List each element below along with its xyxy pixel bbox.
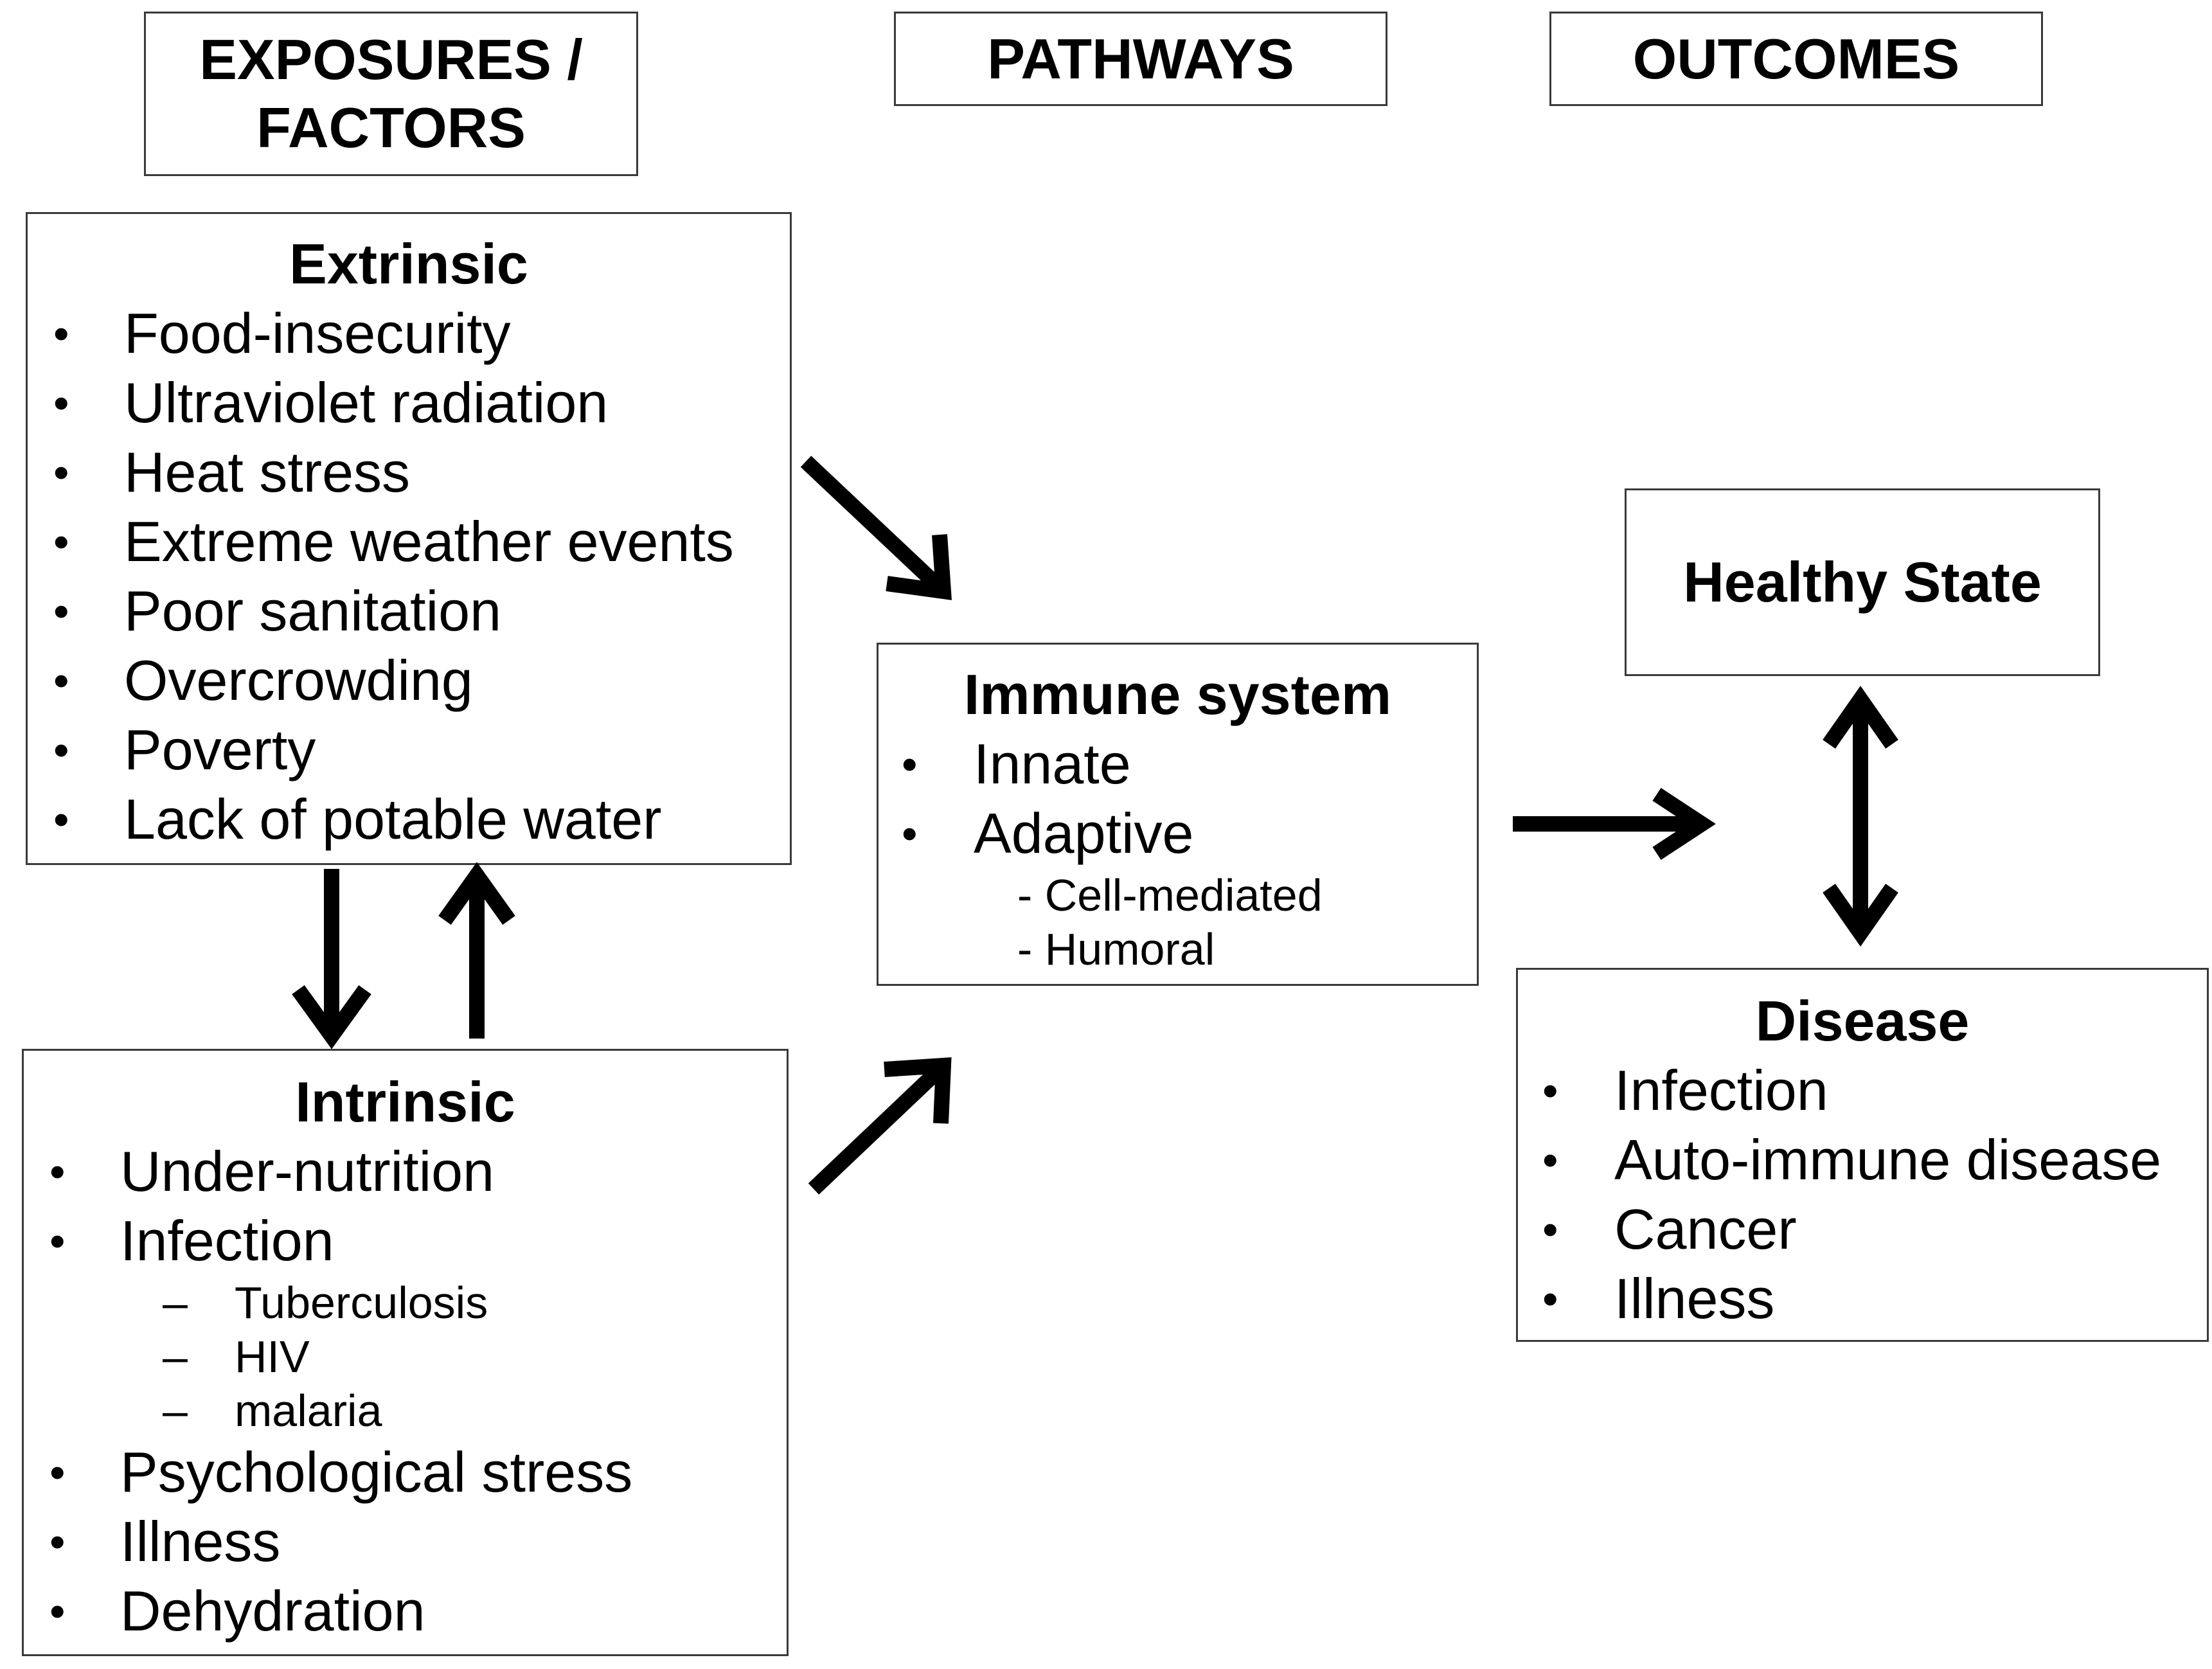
intrinsic-box: Intrinsic •Under-nutrition •Infection –T… bbox=[22, 1049, 789, 1656]
list-item: •Lack of potable water bbox=[28, 785, 790, 854]
list-item: •Ultraviolet radiation bbox=[28, 368, 790, 438]
list-subitem: –HIV bbox=[24, 1330, 787, 1384]
list-item: •Poverty bbox=[28, 715, 790, 785]
arrow-icon bbox=[808, 1057, 952, 1195]
arrow-icon bbox=[438, 862, 515, 1039]
bullet-icon: • bbox=[53, 656, 69, 706]
list-item: •Heat stress bbox=[28, 438, 790, 507]
list-item: •Infection bbox=[24, 1206, 787, 1276]
list-item: •Infection bbox=[1518, 1056, 2207, 1125]
list-subitem: - Cell-mediated bbox=[1017, 870, 1323, 920]
list-subitem: –malaria bbox=[24, 1384, 787, 1438]
list-subitem: –Tuberculosis bbox=[24, 1276, 787, 1330]
pathways-label: PATHWAYS bbox=[987, 26, 1294, 91]
intrinsic-list: •Under-nutrition •Infection –Tuberculosi… bbox=[24, 1137, 787, 1646]
immune-system-box: Immune system •Innate •Adaptive - Cell-m… bbox=[877, 643, 1479, 986]
extrinsic-list: •Food-insecurity •Ultraviolet radiation … bbox=[28, 299, 790, 854]
arrow-icon bbox=[1513, 787, 1716, 861]
pathways-header: PATHWAYS bbox=[894, 12, 1387, 106]
bullet-icon: • bbox=[49, 1586, 66, 1636]
list-item: •Under-nutrition bbox=[24, 1137, 787, 1206]
bullet-icon: • bbox=[49, 1447, 66, 1497]
bullet-icon: • bbox=[1542, 1274, 1558, 1324]
bullet-icon: • bbox=[53, 794, 69, 844]
list-item: •Innate bbox=[879, 729, 1477, 799]
list-item: •Food-insecurity bbox=[28, 299, 790, 368]
bullet-icon: • bbox=[53, 308, 69, 359]
list-item: •Poor sanitation bbox=[28, 576, 790, 646]
list-item: •Extreme weather events bbox=[28, 507, 790, 576]
list-item: •Auto-immune disease bbox=[1518, 1125, 2207, 1195]
outcomes-header: OUTCOMES bbox=[1549, 12, 2043, 106]
bullet-icon: • bbox=[53, 517, 69, 567]
immune-system-list: •Innate •Adaptive - Cell-mediated - Humo… bbox=[879, 729, 1477, 976]
exposures-factors-label: EXPOSURES / FACTORS bbox=[199, 28, 583, 159]
bullet-icon: • bbox=[1542, 1066, 1558, 1116]
list-item: •Illness bbox=[24, 1507, 787, 1576]
exposures-factors-header: EXPOSURES / FACTORS bbox=[144, 12, 638, 176]
bullet-icon: • bbox=[902, 808, 918, 859]
bullet-icon: • bbox=[1542, 1135, 1558, 1185]
dash-icon: – bbox=[163, 1386, 188, 1436]
extrinsic-box: Extrinsic •Food-insecurity •Ultraviolet … bbox=[26, 212, 792, 865]
bullet-icon: • bbox=[49, 1216, 66, 1266]
immune-system-title: Immune system bbox=[963, 663, 1392, 726]
bullet-icon: • bbox=[53, 378, 69, 428]
bullet-icon: • bbox=[49, 1147, 66, 1197]
bullet-icon: • bbox=[902, 739, 918, 789]
list-item: •Dehydration bbox=[24, 1576, 787, 1646]
arrow-icon bbox=[800, 456, 952, 600]
list-item: •Adaptive bbox=[879, 799, 1477, 868]
list-item: •Illness bbox=[1518, 1264, 2207, 1334]
disease-list: •Infection •Auto-immune disease •Cancer … bbox=[1518, 1056, 2207, 1334]
list-item: •Cancer bbox=[1518, 1195, 2207, 1264]
bullet-icon: • bbox=[1542, 1204, 1558, 1254]
list-item: •Psychological stress bbox=[24, 1438, 787, 1507]
disease-box: Disease •Infection •Auto-immune disease … bbox=[1516, 968, 2209, 1342]
healthy-state-box: Healthy State bbox=[1625, 488, 2100, 676]
bullet-icon: • bbox=[53, 586, 69, 636]
list-item: •Overcrowding bbox=[28, 646, 790, 715]
extrinsic-title: Extrinsic bbox=[289, 232, 528, 296]
disease-title: Disease bbox=[1755, 989, 1970, 1053]
dash-icon: – bbox=[163, 1278, 188, 1328]
arrow-icon bbox=[1823, 686, 1898, 947]
bullet-icon: • bbox=[49, 1517, 66, 1567]
healthy-state-label: Healthy State bbox=[1683, 550, 2042, 614]
arrow-icon bbox=[292, 869, 371, 1049]
list-subitem: - Humoral bbox=[1017, 924, 1215, 974]
outcomes-label: OUTCOMES bbox=[1632, 26, 1960, 91]
bullet-icon: • bbox=[53, 725, 69, 775]
dash-icon: – bbox=[163, 1332, 188, 1382]
bullet-icon: • bbox=[53, 447, 69, 497]
intrinsic-title: Intrinsic bbox=[295, 1070, 515, 1134]
